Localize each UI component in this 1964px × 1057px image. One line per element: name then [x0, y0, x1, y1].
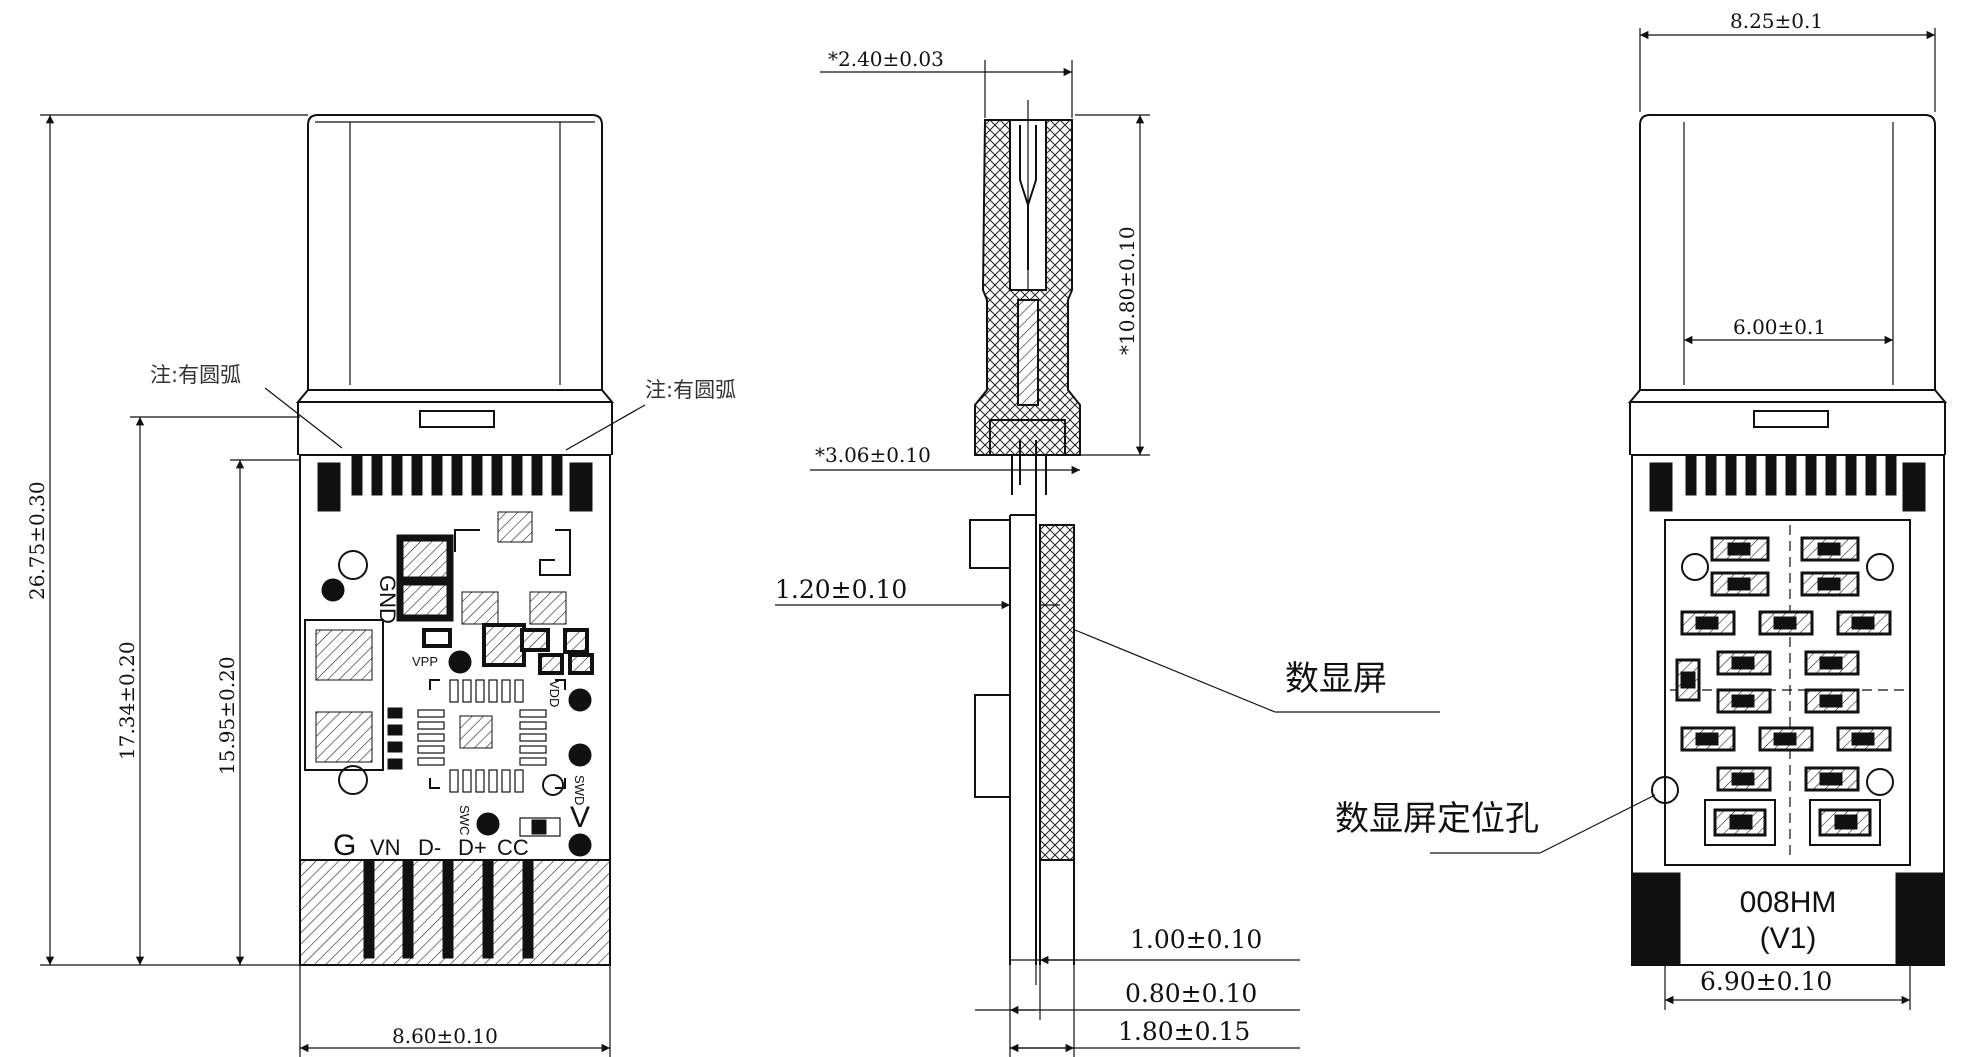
pin-label-dplus: D+: [458, 835, 487, 860]
dim-mid-width: *3.06±0.10: [815, 443, 931, 467]
locating-hole-label: 数显屏定位孔: [1335, 799, 1539, 839]
vdd-label: VDD: [547, 680, 562, 707]
locating-hole-bl: [1651, 776, 1679, 804]
locating-hole-tl: [1681, 553, 1709, 581]
display-frame: [1664, 519, 1911, 866]
connector-rim: [295, 389, 615, 403]
dim-top-width: *2.40±0.03: [828, 47, 944, 71]
display-label: 数显屏: [1285, 659, 1387, 699]
pin-label-dminus: D-: [418, 835, 441, 860]
right-view: 008HM (V1) 8.25±0.1 6.00±0.1 6.90±0.10 数…: [1335, 9, 1948, 1010]
dim-width: 8.60±0.10: [392, 1024, 498, 1048]
connector-latch: [419, 410, 495, 428]
dim-right-inner-width: 6.00±0.1: [1733, 315, 1826, 339]
dim-t2: 0.80±0.10: [1125, 979, 1257, 1008]
connector-housing-right: [1639, 114, 1936, 391]
side-component-a: [969, 519, 1011, 569]
pin-label-g: G: [333, 829, 356, 862]
side-view: *2.40±0.03 *10.80±0.10 *3.06±0.10 1.20±0…: [775, 47, 1440, 1057]
dim-t1: 1.00±0.10: [1130, 925, 1262, 954]
gnd-label: GND: [375, 575, 400, 624]
side-component-b: [974, 694, 1011, 798]
dim-height-total: 26.75±0.30: [25, 481, 49, 600]
left-view: VPP GND VDD SWD SWC V G VN D- D+ CC 注:有圆…: [25, 114, 736, 1057]
pin-label-vn: VN: [370, 835, 401, 860]
connector-housing: [307, 114, 603, 391]
segment-pads: [1675, 536, 1892, 792]
dim-right-bottom-width: 6.90±0.10: [1700, 967, 1832, 996]
swc-label: SWC: [457, 805, 472, 835]
top-pin-row: [317, 454, 593, 512]
dim-height-pcb: 17.34±0.20: [115, 641, 139, 760]
model-name: 008HM: [1740, 886, 1837, 919]
dim-height-inner: 15.95±0.20: [215, 656, 239, 775]
dim-right-top-width: 8.25±0.1: [1730, 9, 1823, 33]
display-panel: [1039, 524, 1075, 861]
v-label: V: [570, 801, 590, 834]
ic-pins: [417, 679, 547, 793]
pin-label-cc: CC: [497, 835, 529, 860]
note-left: 注:有圆弧: [150, 363, 241, 387]
model-version: (V1): [1760, 922, 1817, 955]
dim-gap: 1.20±0.10: [775, 575, 907, 604]
vpp-label: VPP: [412, 654, 438, 669]
dim-t3: 1.80±0.15: [1118, 1017, 1250, 1046]
locating-hole-br: [1866, 768, 1894, 796]
dim-side-height: *10.80±0.10: [1115, 226, 1139, 355]
locating-hole-tr: [1866, 553, 1894, 581]
note-right: 注:有圆弧: [645, 378, 736, 402]
swd-label: SWD: [572, 775, 587, 805]
